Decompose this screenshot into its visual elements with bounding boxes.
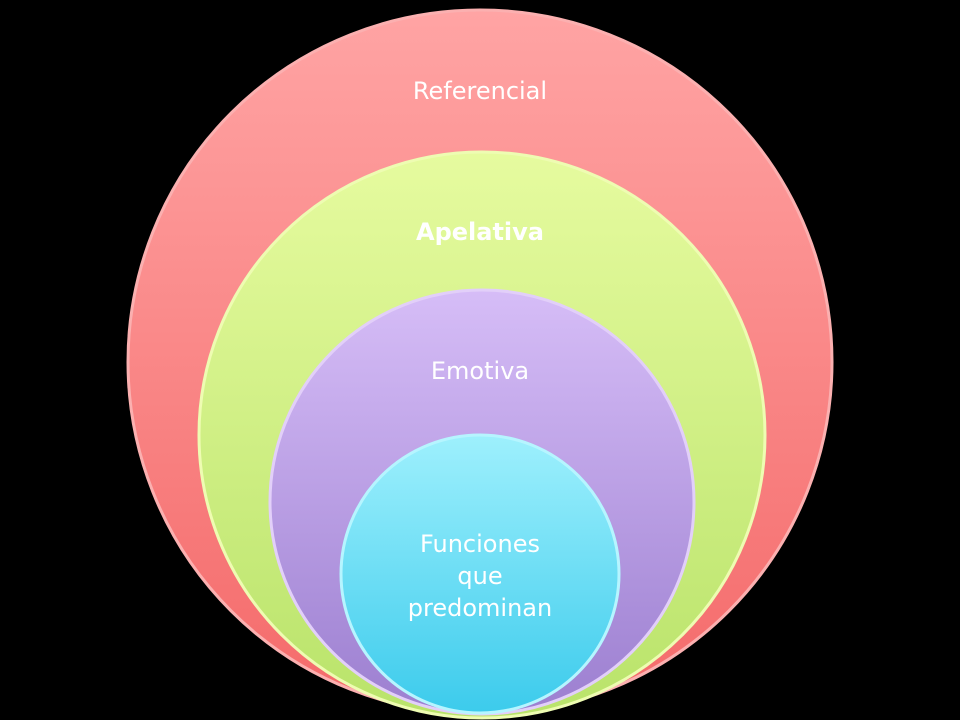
ring-apelativa-label: Apelativa xyxy=(416,218,544,246)
ring-center-circle xyxy=(339,433,621,715)
center-label-line-3: predominan xyxy=(408,594,552,622)
ring-referencial-label: Referencial xyxy=(413,77,547,105)
center-label-line-1: Funciones xyxy=(420,530,540,558)
ring-center: Funciones que predominan xyxy=(339,433,621,715)
ring-emotiva-label: Emotiva xyxy=(431,357,529,385)
center-label-line-2: que xyxy=(457,562,502,590)
